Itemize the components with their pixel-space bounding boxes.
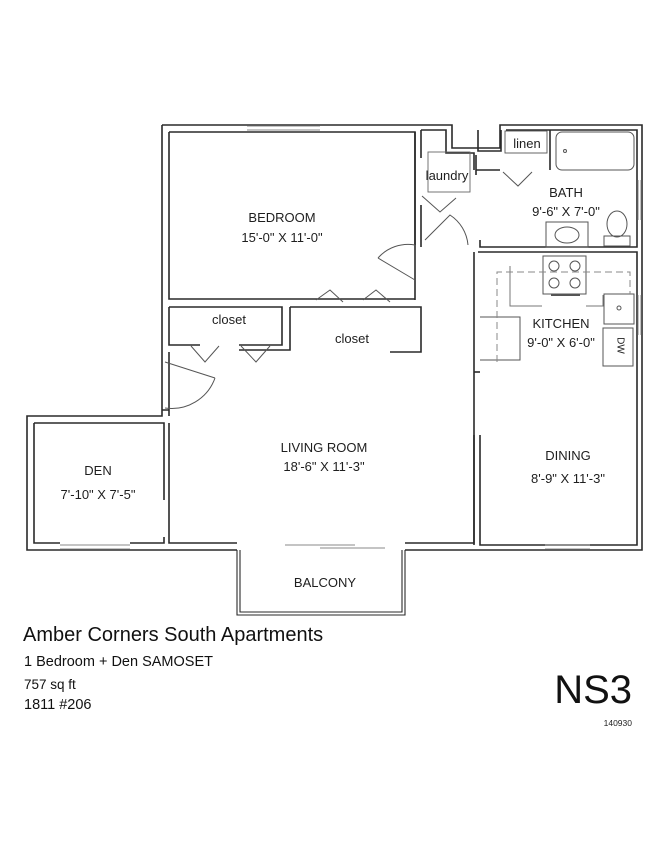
room-dimensions: 9'-6" X 7'-0" <box>532 204 600 219</box>
closet-left-label: closet <box>212 312 246 327</box>
den-label: DEN 7'-10" X 7'-5" <box>61 463 136 503</box>
dining-label: DINING 8'-9" X 11'-3" <box>531 448 605 487</box>
laundry-label: laundry <box>425 168 469 183</box>
room-dimensions: 18'-6" X 11'-3" <box>283 459 365 474</box>
kitchen-label: KITCHEN 9'-0" X 6'-0" <box>527 316 595 351</box>
plan-code: NS3 <box>554 668 632 712</box>
dishwasher-label: DW <box>614 337 626 354</box>
revision-number: 140930 <box>603 718 632 728</box>
room-name: BATH <box>549 185 583 200</box>
room-name: DEN <box>84 463 112 478</box>
living-room-label: LIVING ROOM 18'-6" X 11'-3" <box>281 440 368 475</box>
property-name: Amber Corners South Apartments <box>23 624 324 646</box>
room-name: LIVING ROOM <box>280 440 368 455</box>
linen-label: linen <box>513 136 541 151</box>
room-name: DINING <box>545 448 591 463</box>
room-dimensions: 8'-9" X 11'-3" <box>531 471 605 486</box>
bath-label: BATH 9'-6" X 7'-0" <box>532 185 600 220</box>
room-dimensions: 15'-0" X 11'-0" <box>241 230 323 245</box>
room-dimensions: 9'-0" X 6'-0" <box>527 335 595 350</box>
room-name: KITCHEN <box>532 316 590 331</box>
room-name: BEDROOM <box>248 210 316 225</box>
balcony-label: BALCONY <box>293 575 357 590</box>
unit-type: 1 Bedroom + Den SAMOSET <box>24 654 213 670</box>
unit-area: 757 sq ft <box>24 677 76 692</box>
closet-right-label: closet <box>335 331 369 346</box>
outer-wall <box>26 124 643 551</box>
bedroom-label: BEDROOM 15'-0" X 11'-0" <box>241 210 322 246</box>
room-dimensions: 7'-10" X 7'-5" <box>60 487 136 502</box>
unit-number: 1811 #206 <box>24 697 92 713</box>
